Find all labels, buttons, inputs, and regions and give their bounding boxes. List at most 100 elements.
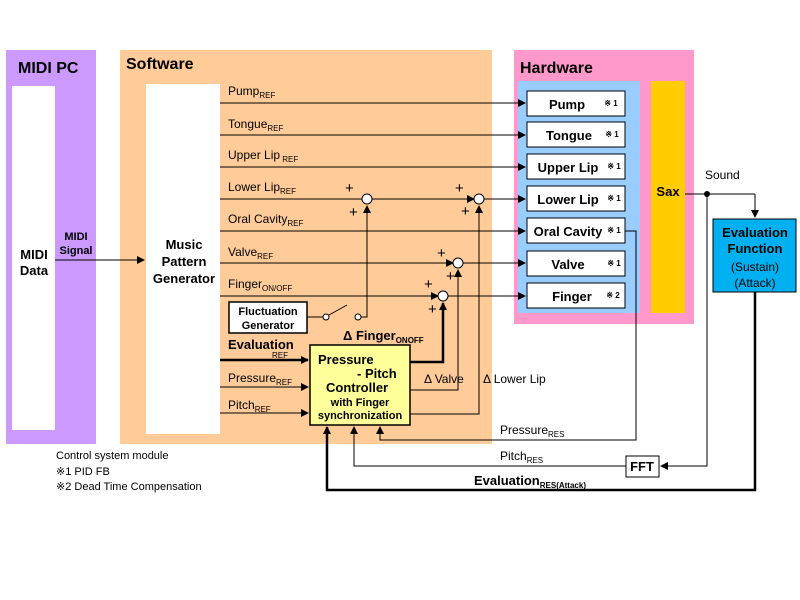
plus-sign: + (455, 180, 464, 197)
pressure-res-label: PressureRES (500, 423, 564, 439)
switch-contact-2 (354, 313, 362, 321)
delta-lower-lip-label: Δ Lower Lip (483, 372, 546, 386)
tongue-box (526, 121, 626, 148)
legend: Control system module ※1 PID FB ※2 Dead … (56, 450, 202, 493)
finger-sum-junction (437, 290, 449, 302)
upper-lip-ref-label: Upper Lip REF (228, 148, 298, 164)
plus-sign: + (345, 180, 354, 197)
plus-sign: + (424, 276, 433, 293)
lower-lip-sum-junction-2 (473, 193, 485, 205)
sax-label: Sax (656, 184, 680, 199)
sound-to-fft-line (660, 194, 708, 470)
controller-label-1: Pressure (318, 352, 374, 367)
hardware-title: Hardware (520, 60, 593, 77)
midi-data-label-1: MIDI (20, 247, 47, 262)
tongue-ref-label: TongueREF (228, 117, 283, 133)
fluct-to-junction-line (361, 205, 371, 318)
valve-box (526, 250, 626, 277)
oral-cavity-ref-label: Oral CavityREF (228, 212, 303, 228)
switch-blade (328, 304, 348, 316)
valve-ref-label: ValveREF (228, 245, 273, 261)
legend-item-dead-time: ※2 Dead Time Compensation (56, 481, 202, 493)
pump-label: Pump (549, 97, 585, 112)
pump-box (526, 90, 626, 117)
controller-label-4: with Finger (330, 397, 390, 409)
eval-func-label-4: (Attack) (734, 276, 775, 290)
plus-sign: + (428, 301, 437, 318)
evaluation-function-box (712, 218, 797, 293)
mpg-label-1: Music (166, 237, 203, 252)
fft-label: FFT (630, 459, 654, 474)
pitch-ref-label: PitchREF (228, 398, 271, 414)
mpg-label-2: Pattern (162, 254, 207, 269)
plus-sign: + (461, 203, 470, 220)
legend-item-pid: ※1 PID FB (56, 466, 110, 478)
valve-sum-junction (452, 257, 464, 269)
plus-sign: + (446, 268, 455, 285)
evaluation-ref-label: Evaluation (228, 337, 294, 352)
controller-label-2: - Pitch (357, 366, 397, 381)
finger-label: Finger (552, 289, 592, 304)
pitch-res-feedback (350, 426, 626, 467)
pitch-res-label: PitchRES (500, 449, 543, 465)
reference-signals: PumpREF TongueREF Upper Lip REF Lower Li… (220, 84, 526, 300)
pressure-pitch-controller-box (309, 344, 411, 426)
lower-lip-box (526, 185, 626, 212)
controller-label-3: Controller (326, 380, 388, 395)
finger-box (526, 282, 626, 309)
fluct-label-1: Fluctuation (238, 306, 298, 318)
evaluation-ref-sub: REF (272, 351, 288, 360)
finger-ref-label: FingerON/OFF (228, 277, 292, 293)
delta-valve-label: Δ Valve (424, 372, 464, 386)
controller-inputs: Evaluation REF PressureREF PitchREF (220, 337, 309, 417)
valve-delta-output (410, 269, 462, 391)
plus-sign: + (349, 204, 358, 221)
oral-cavity-label: Oral Cavity (534, 224, 603, 239)
pressure-res-feedback (376, 230, 637, 441)
sound-label: Sound (705, 168, 740, 182)
plus-signs: + + + + + + + + (345, 180, 470, 318)
pump-ref-label: PumpREF (228, 84, 275, 100)
finger-mark: ※ 2 (606, 291, 620, 300)
eval-func-label-1: Evaluation (722, 225, 788, 240)
pump-mark: ※ 1 (604, 99, 618, 108)
hardware-items: Pump ※ 1 Tongue ※ 1 Upper Lip ※ 1 Lower … (526, 90, 626, 309)
tongue-label: Tongue (546, 128, 592, 143)
valve-label: Valve (551, 257, 584, 272)
valve-mark: ※ 1 (607, 259, 621, 268)
pressure-ref-label: PressureREF (228, 371, 292, 387)
fluct-label-2: Generator (242, 320, 295, 332)
music-pattern-generator-box (146, 84, 220, 434)
upper-lip-mark: ※ 1 (607, 162, 621, 171)
midi-signal-label-2: Signal (59, 245, 92, 257)
mpg-label-3: Generator (153, 271, 215, 286)
midi-data-box (12, 86, 55, 430)
lower-lip-mark: ※ 1 (607, 194, 621, 203)
oral-cavity-box (526, 217, 626, 244)
oral-cavity-mark: ※ 1 (607, 226, 621, 235)
finger-delta-output (410, 302, 447, 364)
lower-lip-ref-label: Lower LipREF (228, 180, 296, 196)
midi-data-label-2: Data (20, 263, 49, 278)
evaluation-res-label: EvaluationRES(Attack) (474, 473, 586, 490)
switch-contact-1 (322, 313, 330, 321)
upper-lip-box (526, 153, 626, 180)
fluctuation-generator-box (228, 301, 308, 334)
plus-sign: + (437, 245, 446, 262)
lower-lip-sum-junction-1 (361, 193, 373, 205)
midi-signal-label-1: MIDI (64, 231, 87, 243)
sax-bar (651, 81, 685, 313)
controller-label-5: synchronization (318, 410, 403, 422)
lower-lip-delta-output (410, 205, 483, 415)
legend-title: Control system module (56, 450, 169, 462)
midi-pc-title: MIDI PC (18, 60, 79, 77)
evaluation-res-feedback (323, 292, 757, 492)
eval-func-label-2: Function (728, 241, 783, 256)
upper-lip-label: Upper Lip (538, 160, 599, 175)
delta-finger-label: Δ FingerONOFF (343, 328, 424, 345)
software-title: Software (126, 56, 194, 73)
eval-func-label-3: (Sustain) (731, 260, 779, 274)
lower-lip-label: Lower Lip (537, 192, 598, 207)
tongue-mark: ※ 1 (605, 130, 619, 139)
